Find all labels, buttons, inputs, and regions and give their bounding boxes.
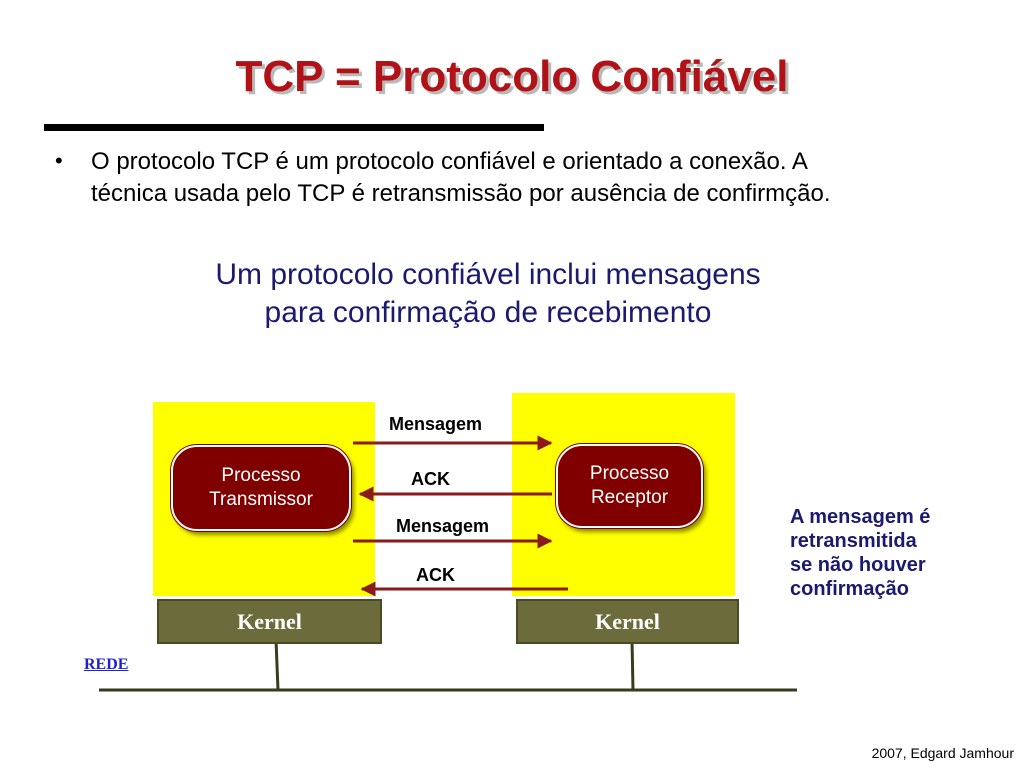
note-line-2: retransmitida (790, 530, 917, 552)
diagram-subtitle: Um protocolo confiável inclui mensagens … (150, 256, 826, 332)
transmitter-process: Processo Transmissor (171, 445, 351, 531)
retransmission-note: A mensagem é retransmitida se não houver… (790, 505, 1010, 601)
note-line-3: se não houver (790, 554, 926, 576)
slide-title: TCP = Protocolo Confiável (235, 52, 789, 101)
network-drop-right (630, 639, 635, 691)
receiver-line-1: Processo (589, 463, 670, 484)
credit-footer: 2007, Edgard Jamhour (871, 745, 1014, 761)
kernel-right: Kernel (516, 599, 739, 644)
network-label[interactable]: REDE (84, 656, 129, 673)
ack-label-1: ACK (411, 469, 450, 489)
subtitle-line-1: Um protocolo confiável inclui mensagens (215, 258, 761, 291)
receiver-line-2: Receptor (590, 487, 669, 508)
kernel-left: Kernel (157, 599, 382, 644)
bullet-line-1: O protocolo TCP é um protocolo confiável… (91, 148, 808, 175)
bullet-icon: • (55, 148, 63, 173)
bullet-line-2: técnica usada pelo TCP é retransmissão p… (91, 180, 831, 207)
ack-label-2: ACK (416, 565, 455, 585)
message-label-1: Mensagem (389, 414, 483, 434)
subtitle-line-2: para confirmação de recebimento (264, 296, 712, 329)
receiver-process: Processo Receptor (556, 444, 703, 528)
note-line-4: confirmação (790, 578, 909, 600)
transmitter-line-1: Processo (221, 465, 301, 486)
title-divider (44, 124, 544, 131)
bullet-text: O protocolo TCP é um protocolo confiável… (91, 146, 991, 210)
transmitter-line-2: Transmissor (209, 489, 313, 510)
network-drop-left (274, 639, 280, 691)
message-label-2: Mensagem (396, 516, 490, 536)
note-line-1: A mensagem é (790, 506, 931, 528)
